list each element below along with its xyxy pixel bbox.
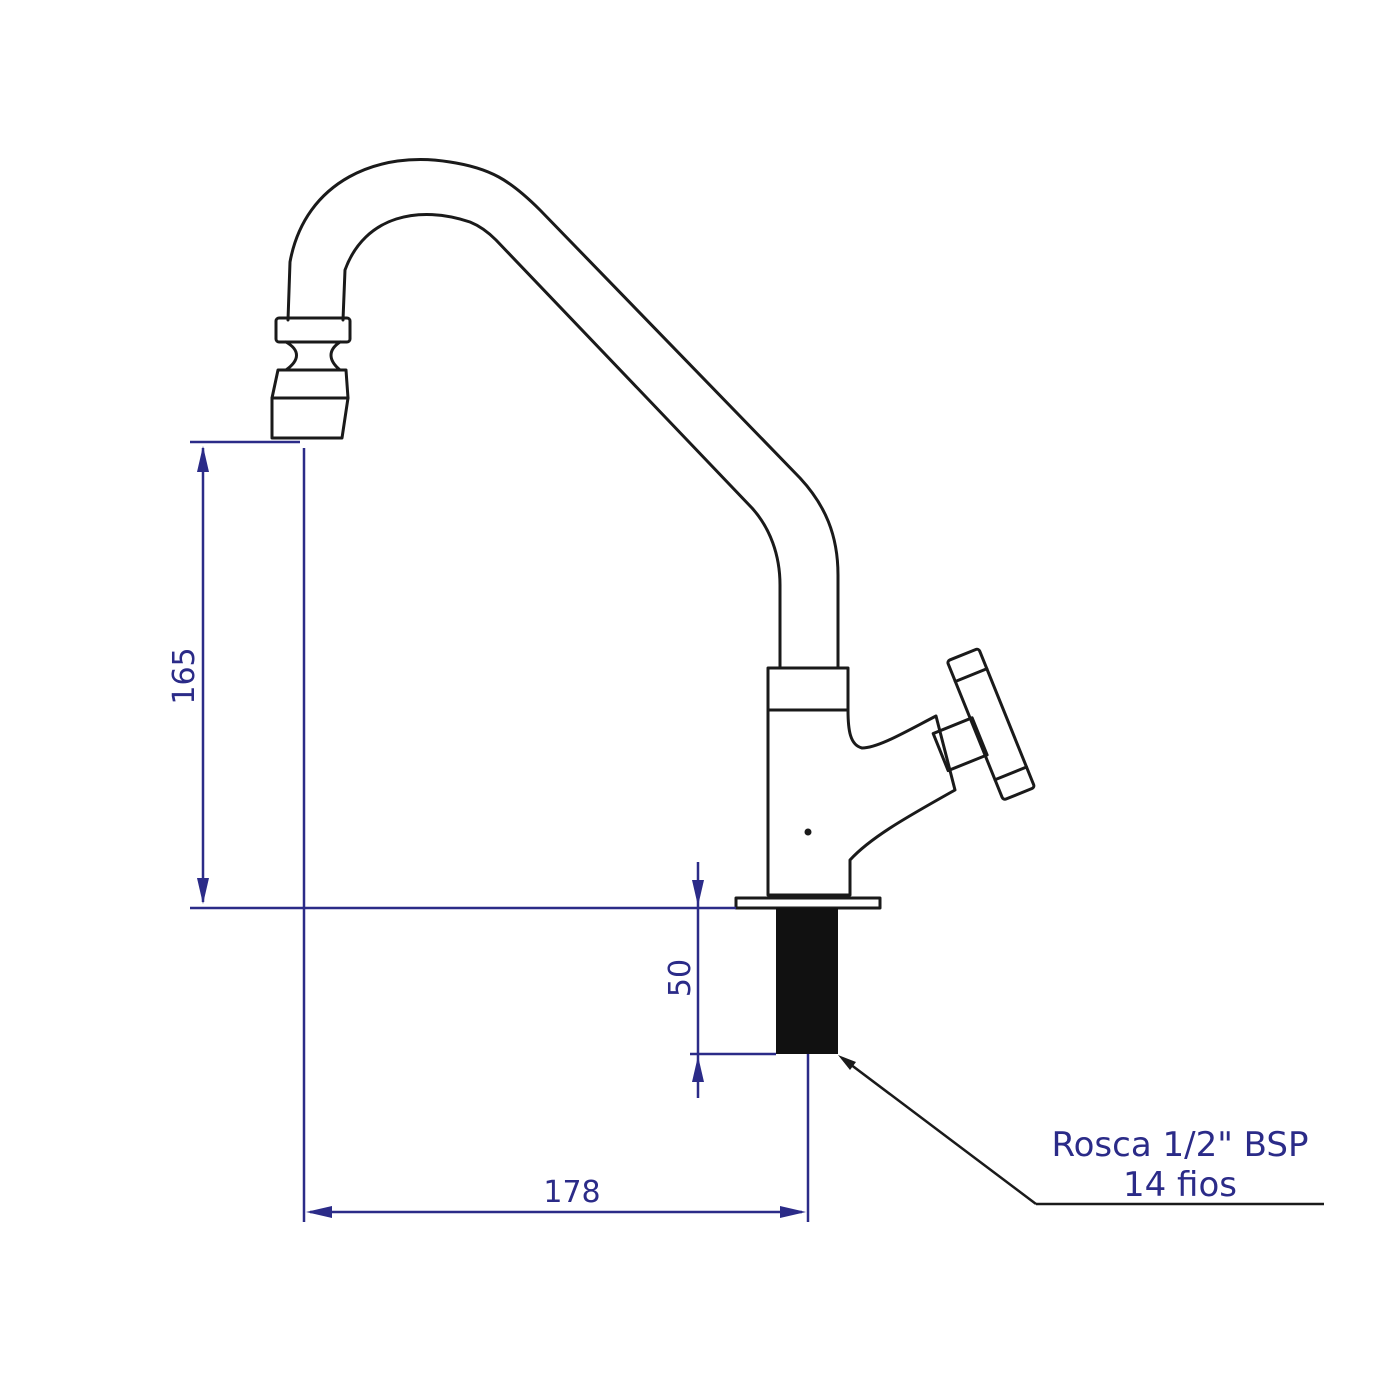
aerator-body xyxy=(270,368,350,440)
arrow-50-top xyxy=(692,880,704,906)
handle-grip xyxy=(946,647,1036,801)
arrow-178-right xyxy=(780,1206,806,1218)
faucet-body xyxy=(270,157,1036,910)
spout-outer-edge xyxy=(286,157,840,670)
body-mark xyxy=(804,828,812,836)
spout-inner-edge xyxy=(341,213,782,670)
thread-callout-leader xyxy=(841,1057,1324,1206)
body-collar xyxy=(766,666,850,712)
dimension-lines xyxy=(190,440,810,1222)
arrow-165-top xyxy=(197,446,209,472)
aerator-neck xyxy=(284,340,342,372)
valve-stem xyxy=(931,716,989,773)
dim-label-50: 50 xyxy=(663,959,698,997)
threaded-shank xyxy=(776,908,838,1054)
dim-label-165: 165 xyxy=(167,647,202,704)
leader-arrowhead xyxy=(838,1055,856,1070)
arrow-165-bottom xyxy=(197,878,209,904)
arrow-178-left xyxy=(306,1206,332,1218)
thread-callout-line2: 14 fios xyxy=(1123,1165,1237,1205)
valve-handle[interactable] xyxy=(910,647,1036,815)
dimension-arrowheads xyxy=(197,446,806,1218)
base-flange xyxy=(734,896,882,910)
dim-label-178: 178 xyxy=(543,1175,600,1210)
aerator-nut xyxy=(274,316,352,344)
valve-body xyxy=(766,708,957,897)
arrow-50-bottom xyxy=(692,1056,704,1082)
thread-callout-line1: Rosca 1/2" BSP xyxy=(1052,1125,1309,1165)
